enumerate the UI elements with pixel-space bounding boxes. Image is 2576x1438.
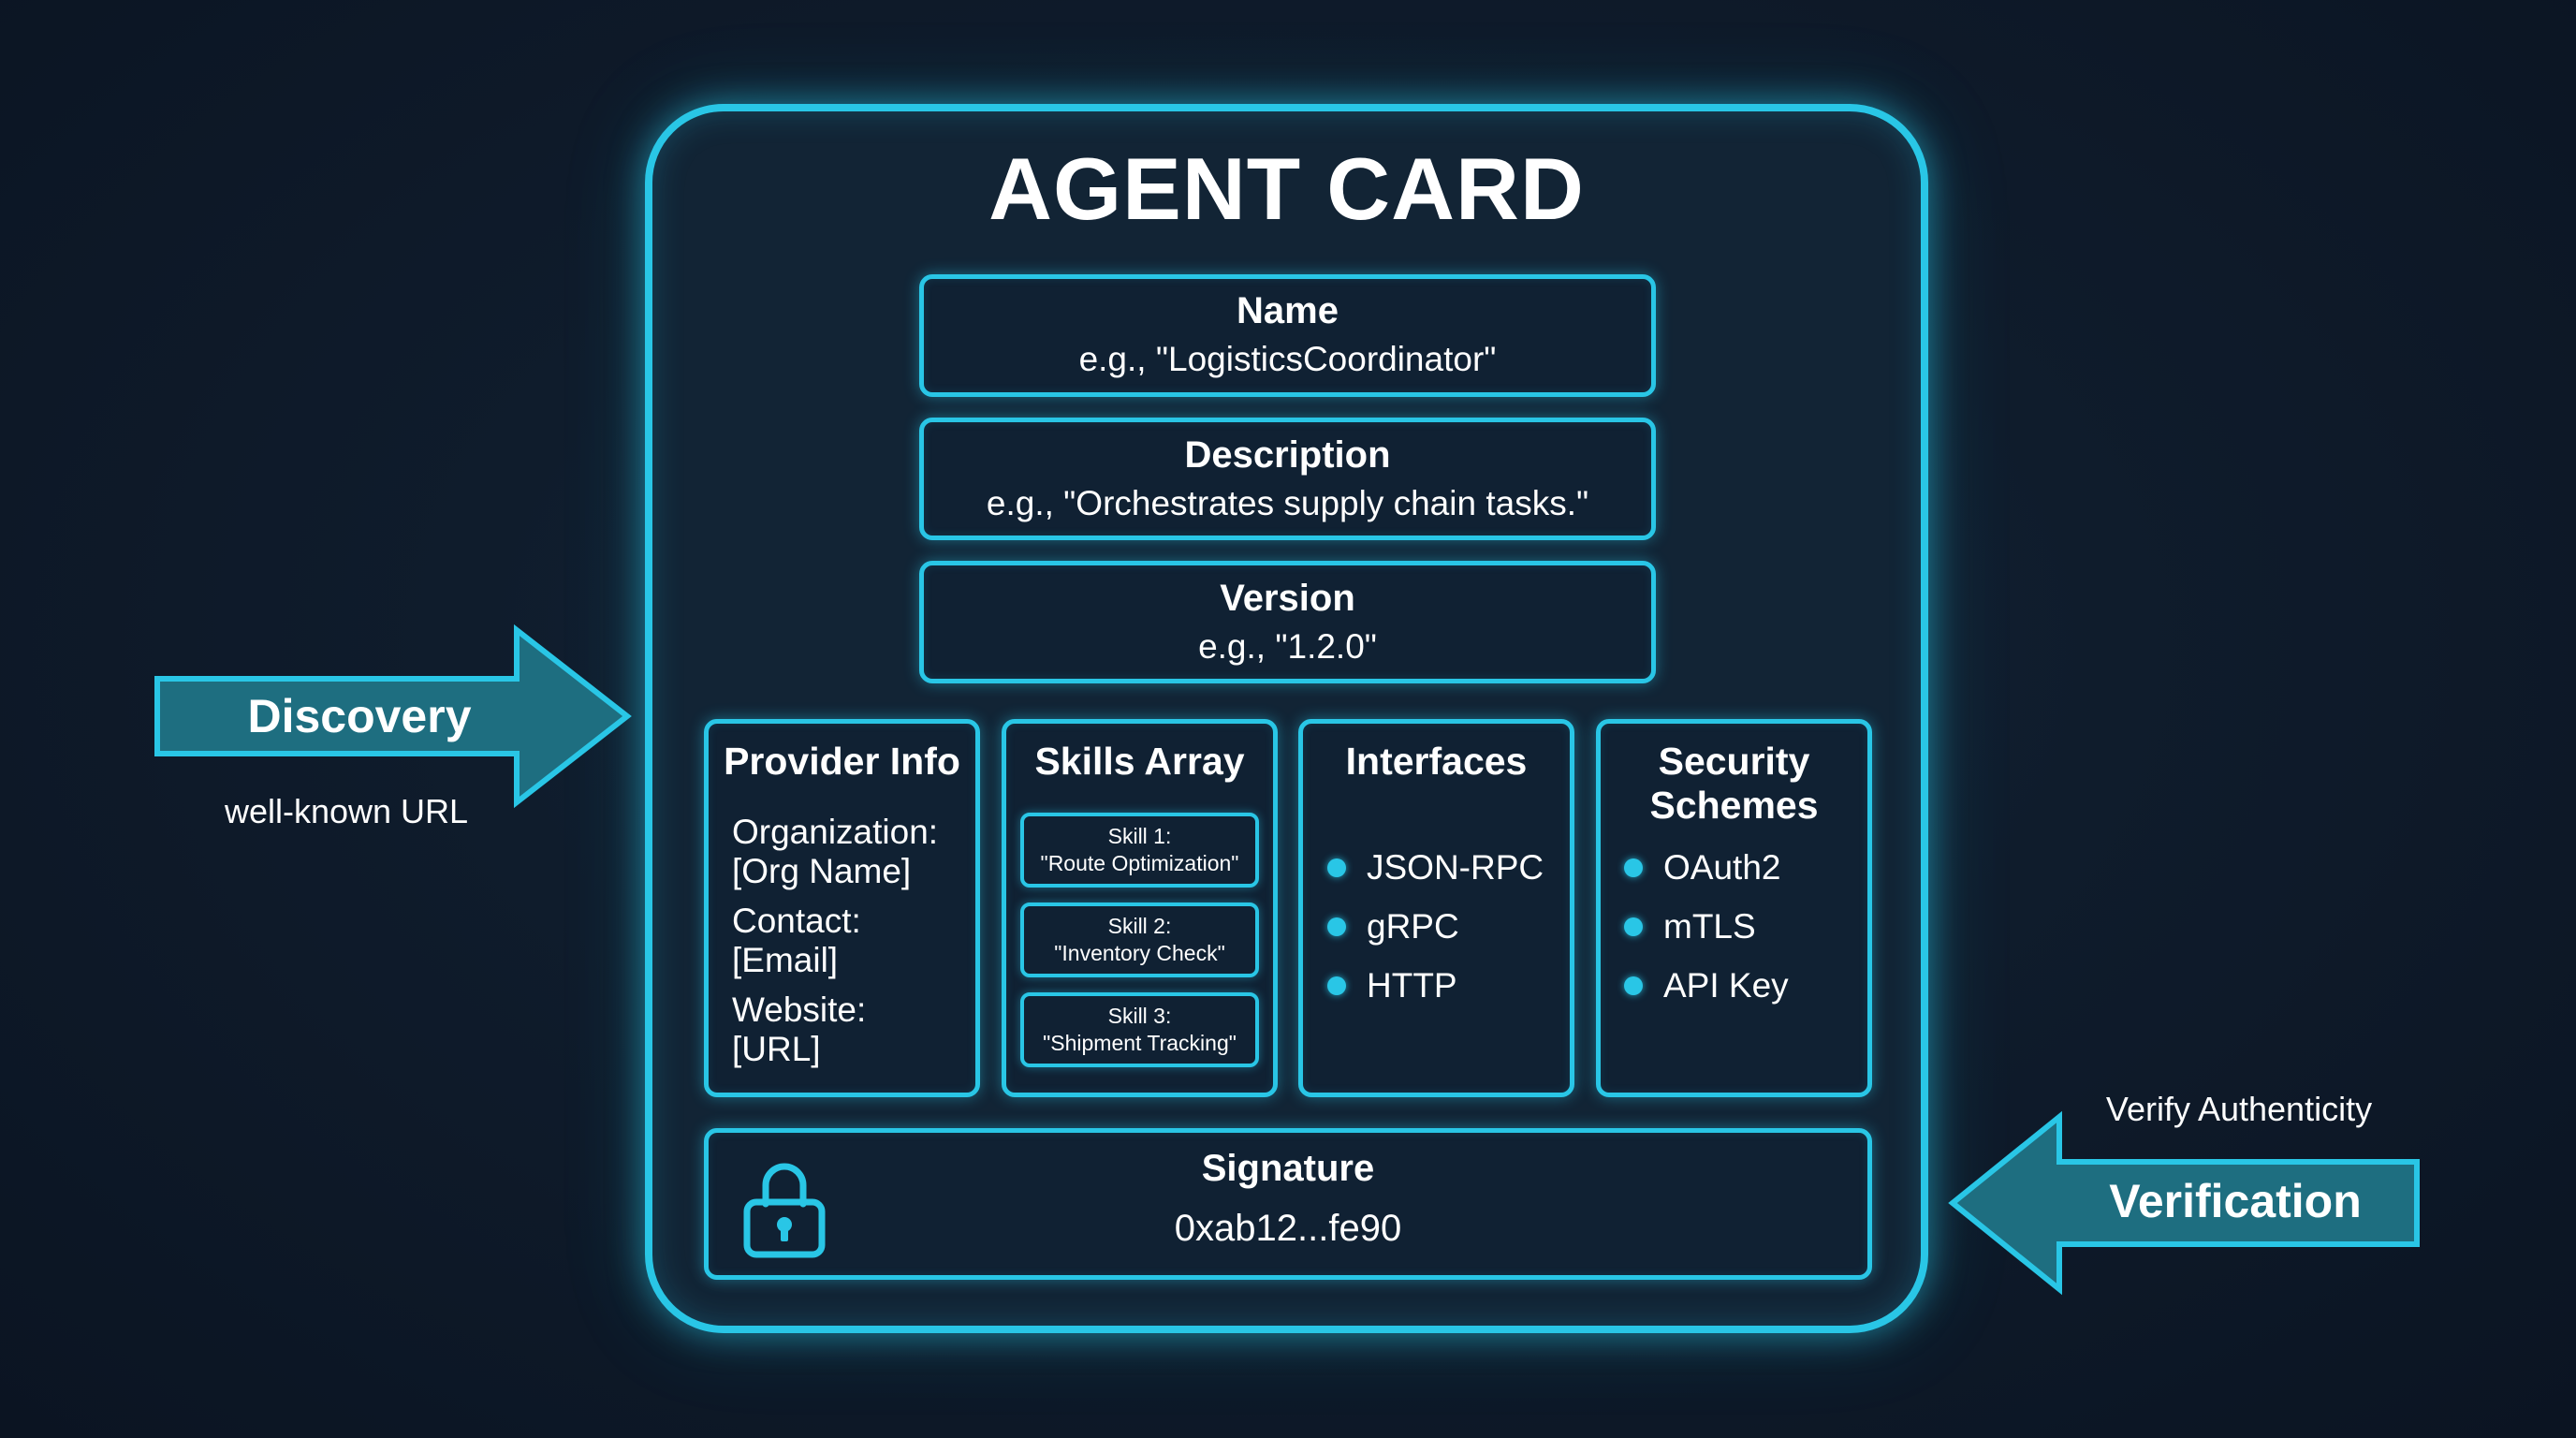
version-field-value: e.g., "1.2.0" — [1198, 627, 1377, 666]
provider-info-title: Provider Info — [724, 740, 960, 783]
skill-item: Skill 2: "Inventory Check" — [1020, 902, 1259, 977]
discovery-note: well-known URL — [224, 792, 469, 830]
provider-contact-value: [Email] — [732, 941, 839, 979]
provider-org-value: [Org Name] — [732, 852, 912, 890]
discovery-arrow — [150, 623, 637, 810]
signature-title: Signature — [1201, 1148, 1375, 1189]
description-field — [919, 418, 1656, 540]
version-field-title: Version — [1220, 578, 1355, 619]
skill-item-name: "Shipment Tracking" — [1043, 1031, 1237, 1055]
security-item: API Key — [1624, 965, 1789, 1006]
security-schemes-box — [1596, 719, 1872, 1097]
lock-icon — [738, 1150, 831, 1262]
interface-item-label: JSON-RPC — [1367, 848, 1544, 887]
skill-item-label: Skill 2: — [1107, 914, 1172, 938]
bullet-icon — [1624, 858, 1643, 877]
name-field-value: e.g., "LogisticsCoordinator" — [1078, 340, 1497, 378]
interface-item-label: HTTP — [1367, 966, 1457, 1005]
card-title: AGENT CARD — [988, 139, 1585, 238]
verification-note: Verify Authenticity — [2105, 1090, 2373, 1128]
skill-item-label: Skill 3: — [1107, 1004, 1172, 1028]
provider-info-box — [704, 719, 980, 1097]
name-field — [919, 274, 1656, 397]
provider-org-label: Organization: — [732, 813, 939, 851]
interface-item-label: gRPC — [1367, 907, 1459, 946]
security-schemes-title-line1: Security — [1658, 740, 1810, 783]
provider-contact-label: Contact: — [732, 902, 861, 940]
bullet-icon — [1327, 976, 1346, 995]
skill-item-label: Skill 1: — [1107, 824, 1172, 848]
bullet-icon — [1327, 858, 1346, 877]
interface-item: HTTP — [1327, 965, 1457, 1006]
description-field-title: Description — [1184, 434, 1391, 476]
interfaces-title: Interfaces — [1345, 740, 1528, 783]
bullet-icon — [1327, 917, 1346, 936]
description-field-value: e.g., "Orchestrates supply chain tasks." — [986, 484, 1589, 522]
verification-arrow — [1947, 1109, 2424, 1297]
security-item: OAuth2 — [1624, 847, 1780, 888]
skill-item: Skill 3: "Shipment Tracking" — [1020, 992, 1259, 1067]
skill-item: Skill 1: "Route Optimization" — [1020, 813, 1259, 888]
security-item-label: API Key — [1663, 966, 1789, 1005]
interface-item: JSON-RPC — [1327, 847, 1544, 888]
security-schemes-title-line2: Schemes — [1649, 784, 1819, 827]
signature-box — [704, 1128, 1872, 1280]
provider-website-label: Website: — [732, 990, 867, 1029]
skill-item-name: "Route Optimization" — [1040, 851, 1239, 875]
version-field — [919, 561, 1656, 683]
skills-array-title: Skills Array — [1034, 740, 1245, 783]
security-schemes-title: Security Schemes — [1596, 740, 1872, 828]
security-item-label: mTLS — [1663, 907, 1756, 946]
skill-item-name: "Inventory Check" — [1054, 941, 1225, 965]
bullet-icon — [1624, 976, 1643, 995]
verification-label: Verification — [2109, 1175, 2362, 1227]
signature-value: 0xab12...fe90 — [1174, 1208, 1402, 1249]
security-item-label: OAuth2 — [1663, 848, 1781, 887]
discovery-label: Discovery — [247, 690, 472, 742]
bullet-icon — [1624, 917, 1643, 936]
interfaces-box — [1298, 719, 1574, 1097]
provider-website-value: [URL] — [732, 1030, 821, 1068]
security-item: mTLS — [1624, 906, 1756, 947]
name-field-title: Name — [1237, 290, 1339, 331]
interface-item: gRPC — [1327, 906, 1459, 947]
